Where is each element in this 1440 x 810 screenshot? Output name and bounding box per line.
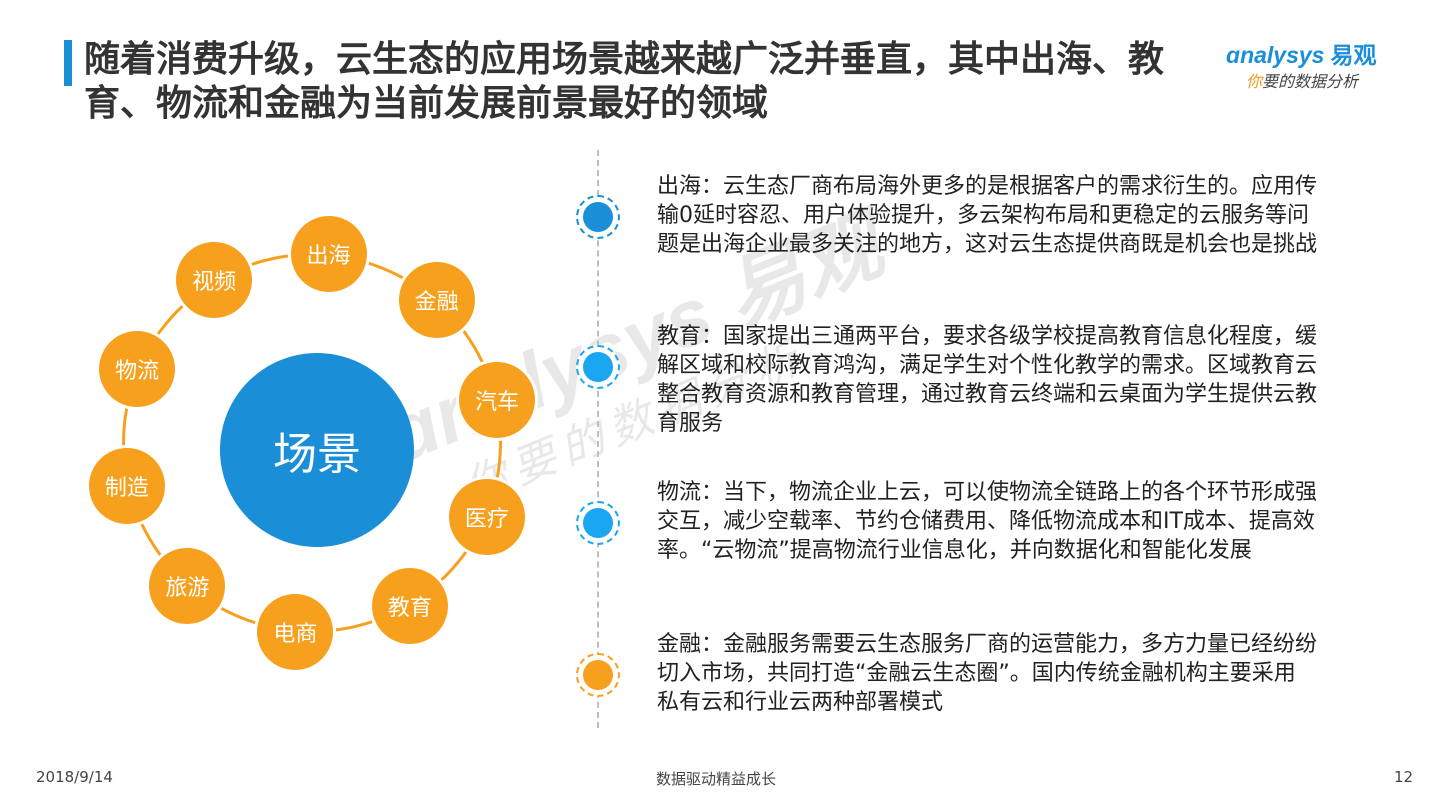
scenario-node: 视频 — [176, 242, 253, 319]
scenario-node: 出海 — [290, 215, 367, 292]
timeline-item-text: 出海：云生态厂商布局海外更多的是根据客户的需求衍生的。应用传输0延时容忍、用户体… — [657, 174, 1318, 257]
timeline-marker — [576, 345, 620, 389]
scenario-node: 汽车 — [459, 362, 536, 439]
scenario-node: 物流 — [99, 330, 176, 407]
logo-a-mark: ɑ — [1226, 42, 1241, 68]
footer-date: 2018/9/14 — [36, 768, 113, 786]
scenario-node: 制造 — [88, 447, 165, 524]
timeline-item-text: 教育：国家提出三通两平台，要求各级学校提高教育信息化程度，缓解区域和校际教育鸿沟… — [657, 324, 1318, 436]
timeline-dot — [583, 202, 613, 232]
logo-brand-latin: nalysys — [1240, 42, 1325, 68]
timeline-marker — [576, 653, 620, 697]
timeline-marker — [576, 501, 620, 545]
footer-page-number: 12 — [1394, 768, 1414, 786]
logo-slogan-first: 你 — [1246, 72, 1263, 91]
scenario-node: 医疗 — [448, 479, 525, 556]
center-scenario: 场景 — [220, 353, 414, 547]
timeline-item-text: 物流：当下，物流企业上云，可以使物流全链路上的各个环节形成强交互，减少空载率、节… — [657, 480, 1318, 563]
footer-slogan: 数据驱动精益成长 — [656, 770, 777, 788]
scenario-node: 电商 — [257, 594, 334, 671]
scenario-diagram: 出海金融汽车医疗教育电商旅游 制造 物流视频 场景 — [0, 150, 590, 710]
page-title: 随着消费升级，云生态的应用场景越来越广泛并垂直，其中出海、教育、物流和金融为当前… — [84, 39, 1165, 124]
title-accent-bar — [64, 40, 72, 86]
scenario-node: 教育 — [371, 567, 448, 644]
timeline-line — [597, 150, 599, 728]
timeline-dot — [583, 660, 613, 690]
logo-slogan-rest: 要的数据分析 — [1262, 72, 1359, 91]
timeline-item-text: 金融：金融服务需要云生态服务厂商的运营能力，多方力量已经纷纷切入市场，共同打造“… — [657, 632, 1318, 715]
logo-slogan: 你要的数据分析 — [1246, 68, 1358, 92]
timeline-marker — [576, 195, 620, 239]
scenario-node: 旅游 — [149, 548, 226, 625]
logo-brand-cn: 易观 — [1330, 42, 1377, 68]
timeline-dot — [583, 352, 613, 382]
scenario-node: 金融 — [398, 261, 475, 338]
timeline-dot — [583, 508, 613, 538]
